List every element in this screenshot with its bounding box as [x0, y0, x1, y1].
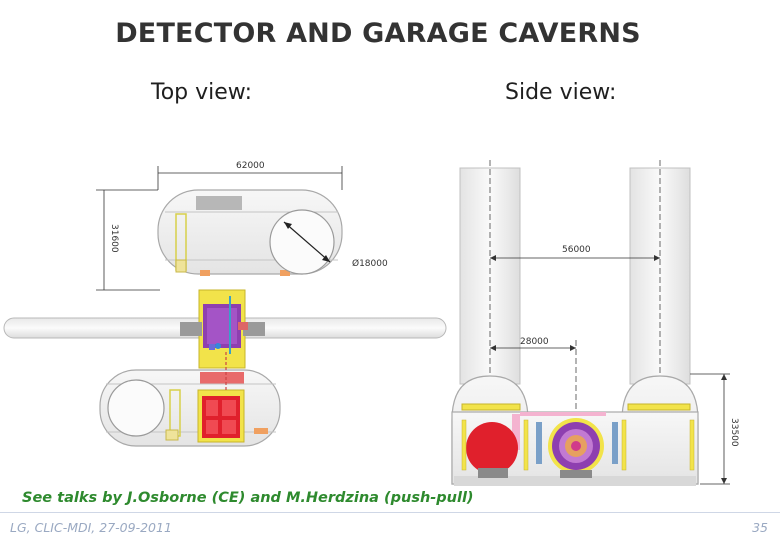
side-view-label: Side view:	[505, 80, 617, 105]
diameter-arrow	[283, 221, 331, 263]
lower-shaft-circle	[107, 379, 165, 437]
dim-diameter: Ø18000	[352, 258, 388, 269]
side-detector-red	[466, 422, 518, 474]
dim-shaft-spacing: 56000	[562, 245, 591, 255]
talks-note: See talks by J.Osborne (CE) and M.Herdzi…	[22, 490, 474, 506]
right-shaft	[629, 167, 691, 385]
upper-cavern-block	[196, 196, 242, 210]
dim-side-height: 33500	[729, 418, 739, 447]
dim-inner: 28000	[520, 337, 549, 347]
footer-divider	[0, 512, 780, 513]
top-view: Ø18000 62000 31600	[3, 161, 447, 447]
dim-height: 31600	[109, 224, 119, 253]
top-view-label: Top view:	[151, 80, 252, 105]
footer-credit: LG, CLIC-MDI, 27-09-2011	[10, 520, 172, 535]
side-view: 56000 28000	[451, 160, 739, 486]
page-number: 35	[752, 520, 768, 535]
top-shaft-circle	[269, 209, 335, 275]
dim-width: 62000	[236, 161, 265, 171]
page-title: DETECTOR AND GARAGE CAVERNS	[115, 18, 641, 49]
